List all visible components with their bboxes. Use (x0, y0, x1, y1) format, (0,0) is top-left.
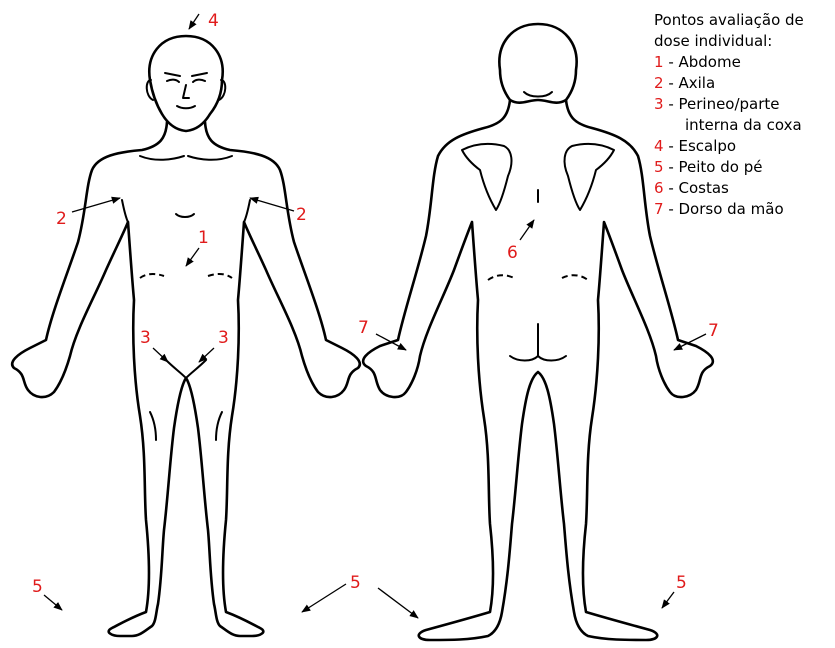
front-body-outline (12, 122, 360, 636)
marker-back-left-instep-number: 5 (676, 573, 687, 593)
arrow-right-inner-thigh (153, 348, 168, 362)
marker-left-inner-thigh-number: 3 (218, 328, 229, 348)
front-face-mouth (177, 106, 195, 108)
arrow-abdomen (186, 248, 199, 266)
back-shoulder-blade-right (462, 144, 511, 210)
front-armpit-left (244, 200, 250, 222)
marker-abdomen-number: 1 (198, 228, 209, 248)
legend-item-number: 4 (654, 137, 664, 155)
legend-item-label: Abdome (679, 53, 741, 71)
legend-item-scalp: 4 - Escalpo (654, 136, 804, 157)
legend-item-number: 1 (654, 53, 664, 71)
legend-separator: - (664, 158, 679, 176)
front-inner-thigh-right (150, 412, 156, 440)
legend-item-label: Costas (679, 179, 729, 197)
marker-right-armpit-number: 2 (56, 209, 67, 229)
back-waist-line-right (488, 275, 514, 280)
marker-right-inner-thigh-number: 3 (140, 328, 151, 348)
front-face-nose (183, 85, 189, 98)
front-face-brow-left (192, 73, 207, 76)
front-face-brow-right (165, 73, 180, 76)
legend-item-label: Peito do pé (679, 158, 763, 176)
legend-item-label: Axila (679, 74, 716, 92)
marker-front-right-instep-number: 5 (32, 577, 43, 597)
legend-item-back: 6 - Costas (654, 178, 804, 199)
front-groin-line (166, 360, 206, 378)
arrow-scalp (189, 14, 199, 29)
front-collarbone-left (188, 156, 232, 160)
legend-separator: - (664, 53, 679, 71)
arrow-back (520, 220, 534, 240)
arrow-right-hand (376, 334, 406, 350)
legend-item-abdomen: 1 - Abdome (654, 52, 804, 73)
back-head-neck-line (524, 92, 552, 97)
marker-left-armpit-number: 2 (296, 205, 307, 225)
legend-item-label: Escalpo (679, 137, 737, 155)
front-hip-line-left (208, 274, 232, 278)
marker-left-hand-number: 7 (708, 321, 719, 341)
arrow-front-left-instep (302, 584, 346, 612)
arrow-back-left-instep (662, 592, 674, 608)
front-collarbone-right (140, 156, 184, 160)
legend-item-instep: 5 - Peito do pé (654, 157, 804, 178)
legend-item-number: 7 (654, 200, 664, 218)
back-waist-line-left (562, 275, 588, 280)
legend-item-label: Perineo/parte (679, 95, 780, 113)
front-head-outline (149, 36, 222, 131)
front-body-figure (12, 36, 360, 636)
legend-separator: - (664, 200, 679, 218)
legend: Pontos avaliação de dose individual: 1 -… (654, 10, 804, 220)
marker-back-number: 6 (507, 243, 518, 263)
legend-item-armpit: 2 - Axila (654, 73, 804, 94)
legend-item-label: Dorso da mão (679, 200, 784, 218)
back-shoulder-blade-left (565, 144, 614, 210)
arrow-right-armpit (72, 198, 120, 212)
legend-item-number: 6 (654, 179, 664, 197)
legend-item-number: 5 (654, 158, 664, 176)
legend-title-line-2: dose individual: (654, 31, 804, 52)
front-navel (176, 214, 194, 217)
legend-item-number: 3 (654, 95, 664, 113)
front-hip-line-right (140, 274, 164, 278)
site-arrows (44, 14, 706, 618)
legend-separator: - (664, 95, 679, 113)
arrow-back-right-instep (378, 588, 418, 618)
legend-title-line-1: Pontos avaliação de (654, 10, 804, 31)
back-head-outline (499, 24, 576, 103)
legend-separator: - (664, 137, 679, 155)
marker-scalp-number: 4 (208, 11, 219, 31)
front-armpit-right (122, 200, 128, 222)
legend-separator: - (664, 74, 679, 92)
marker-right-hand-number: 7 (358, 318, 369, 338)
front-inner-thigh-left (216, 412, 222, 440)
legend-separator: - (664, 179, 679, 197)
arrow-front-right-instep (44, 595, 62, 610)
front-face-eye-left (193, 80, 205, 82)
legend-item-perineum: 3 - Perineo/parte (654, 94, 804, 115)
legend-item-back-of-hand: 7 - Dorso da mão (654, 199, 804, 220)
marker-front-left-instep-number: 5 (350, 573, 361, 593)
legend-item-number: 2 (654, 74, 664, 92)
front-face-eye-right (167, 80, 179, 82)
legend-item-label-continuation: interna da coxa (654, 115, 804, 136)
